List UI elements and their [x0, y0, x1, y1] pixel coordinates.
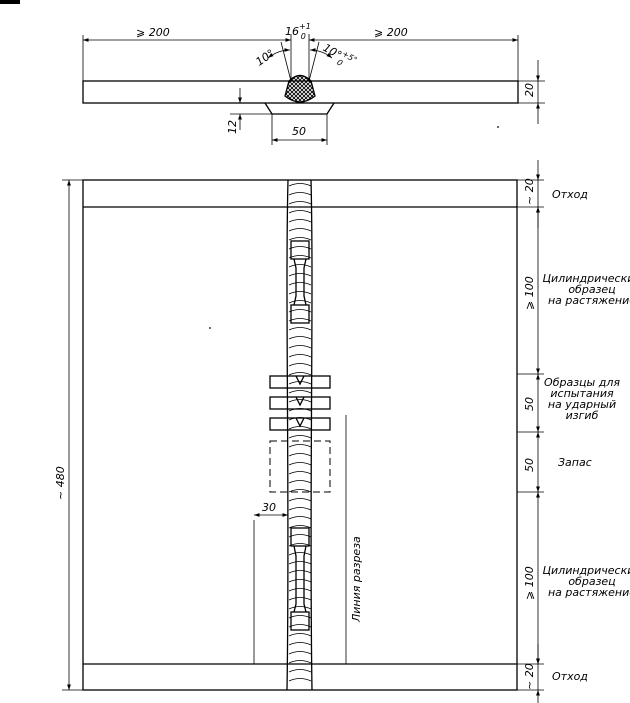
reserve-area — [269, 440, 331, 493]
seam-ripple — [288, 336, 312, 340]
zone-dim: ~ 20 — [523, 178, 536, 205]
angle-left-arc — [267, 48, 291, 59]
seam-ripple — [288, 282, 312, 286]
zone-dim: 50 — [523, 458, 536, 472]
zone-dim: ~ 20 — [523, 663, 536, 690]
seam-ripple — [288, 624, 312, 628]
dim-right-label: ⩾ 200 — [374, 26, 408, 39]
seam-ripple — [288, 552, 312, 556]
backing-strip — [264, 102, 335, 115]
zone-label: Отход — [552, 670, 588, 683]
seam-ripple — [288, 453, 312, 457]
dim-total-length-label: ~ 480 — [54, 466, 67, 500]
seam-ripple — [288, 678, 312, 682]
seam-ripple — [288, 354, 312, 358]
seam-ripple — [288, 399, 312, 403]
zone-dim: 50 — [523, 397, 536, 411]
weld-bead — [284, 74, 316, 103]
seam-ripple — [288, 480, 312, 484]
seam-ripple — [288, 183, 312, 187]
cut-line-label: Линия разреза — [350, 536, 363, 623]
seam-ripple — [288, 228, 312, 232]
seam-ripple — [288, 273, 312, 277]
zone-dim: ⩾ 100 — [523, 566, 536, 600]
dim-backing-w-label: 50 — [292, 125, 306, 138]
seam-ripple — [288, 390, 312, 394]
seam-ripple — [288, 489, 312, 493]
seam-ripple — [288, 345, 312, 349]
tensile-specimen-upper — [290, 240, 310, 324]
angle-left-label: 10° — [253, 47, 276, 69]
dim-left-label: ⩾ 200 — [136, 26, 170, 39]
seam-ripple — [288, 471, 312, 475]
seam-ripple — [288, 660, 312, 664]
seam-ripple — [288, 507, 312, 511]
seam-ripple — [288, 381, 312, 385]
seam-ripple — [288, 633, 312, 637]
seam-ripple — [288, 651, 312, 655]
seam-ripple — [288, 210, 312, 214]
seam-ripple — [288, 363, 312, 367]
seam-ripple — [288, 255, 312, 259]
seam-ripple — [288, 642, 312, 646]
seam-ripple — [288, 237, 312, 241]
corner-mark — [0, 0, 20, 4]
seam-ripple — [288, 570, 312, 574]
dim-cut-distance-label: 30 — [262, 501, 276, 514]
zone-label: Отход — [552, 188, 588, 201]
seam-ripple — [288, 444, 312, 448]
weld-seam — [286, 179, 289, 691]
seam-ripple — [288, 579, 312, 583]
seam-ripple — [288, 534, 312, 538]
seam-ripple — [288, 588, 312, 592]
zone-dimensions: ~ 20 Отход ⩾ 100 Цилиндрическийобразецна… — [517, 160, 630, 703]
impact-specimens — [269, 375, 331, 431]
seam-ripple — [288, 561, 312, 565]
seam-ripple — [288, 300, 312, 304]
seam-ripple — [288, 201, 312, 205]
seam-ripple — [288, 309, 312, 313]
seam-ripple — [288, 435, 312, 439]
tensile-specimen-lower — [290, 527, 310, 631]
seam-ripple — [288, 606, 312, 610]
seam-ripple — [288, 192, 312, 196]
plate-outline — [82, 179, 518, 691]
seam-ripple — [288, 246, 312, 250]
seam-ripple — [288, 615, 312, 619]
dim-backing-h-label: 12 — [226, 120, 239, 134]
seam-ripple — [288, 219, 312, 223]
zone-label: Запас — [558, 456, 592, 469]
zone-label: Цилиндрическийобразецна растяжение — [542, 564, 630, 599]
seam-ripple — [288, 462, 312, 466]
zone-label: Цилиндрическийобразецна растяжение — [542, 272, 630, 307]
angle-right-arc — [309, 48, 333, 59]
seam-ripple — [288, 327, 312, 331]
seam-ripple — [288, 516, 312, 520]
seam-ripple — [288, 318, 312, 322]
stray-dot — [497, 126, 499, 128]
seam-ripple — [288, 264, 312, 268]
seam-ripple — [288, 597, 312, 601]
seam-ripple — [288, 291, 312, 295]
zone-dim: ⩾ 100 — [523, 276, 536, 310]
seam-ripple — [288, 669, 312, 673]
seam-ripples — [288, 183, 312, 682]
angle-right-label: 10°+5°0 — [319, 39, 359, 73]
seam-ripple — [288, 372, 312, 376]
seam-ripple — [288, 498, 312, 502]
seam-ripple — [288, 525, 312, 529]
stray-dot — [209, 327, 211, 329]
dim-thickness-label: 20 — [523, 83, 536, 97]
plate-plan-view: Линия разреза 30 ~ 480 — [54, 179, 518, 691]
